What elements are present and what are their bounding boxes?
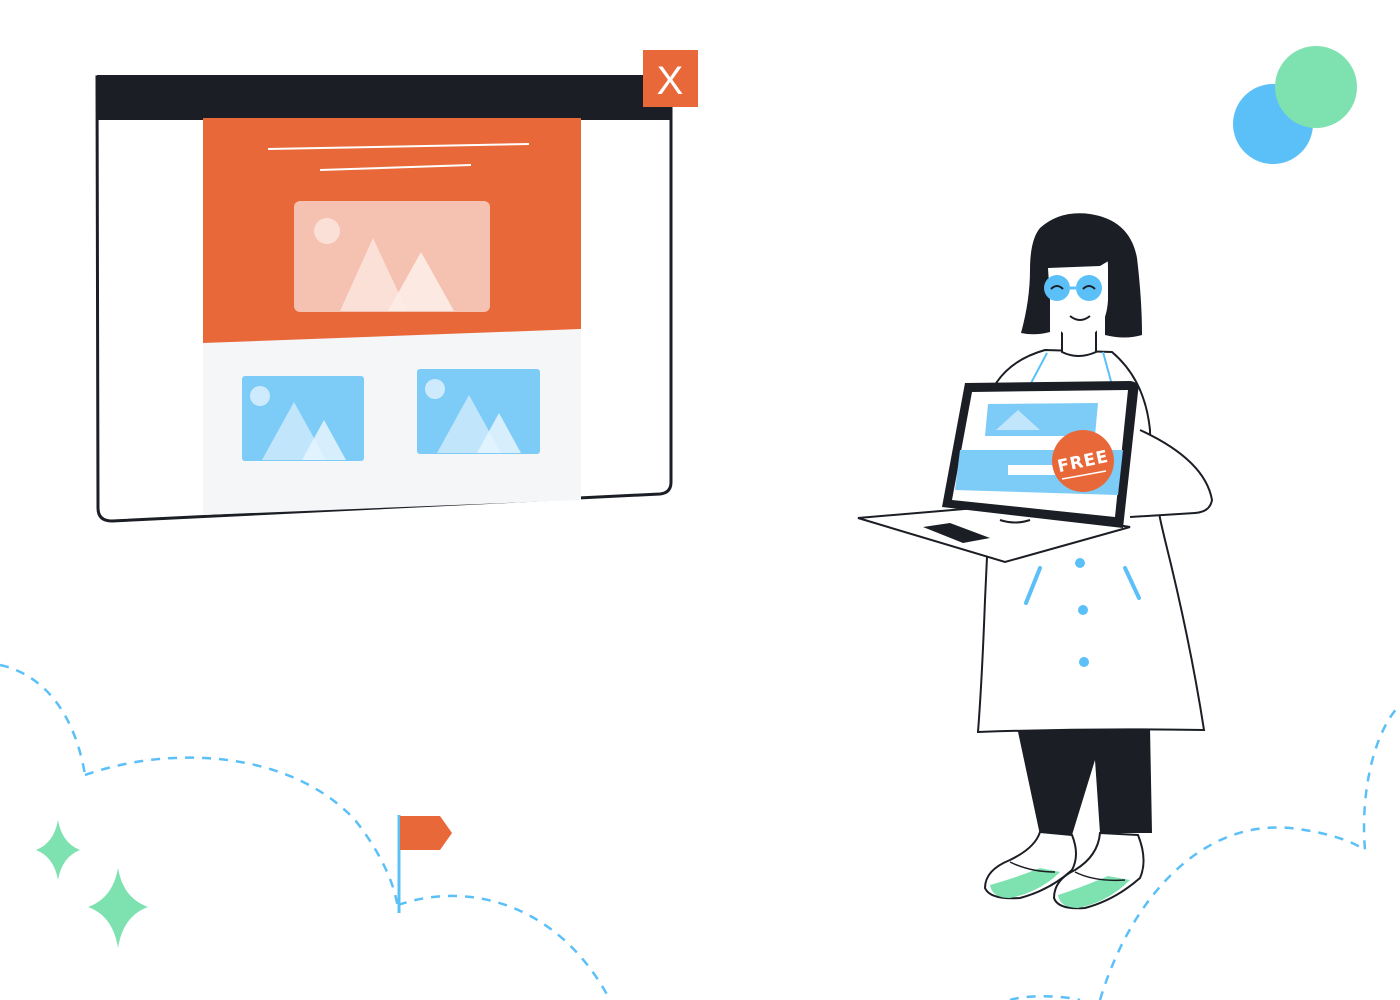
cloud-line-bottom [397, 894, 612, 1000]
trousers [1017, 727, 1152, 835]
coat-button [1079, 657, 1089, 667]
cloud-line-left [0, 663, 87, 776]
collar [1029, 351, 1113, 386]
decorative-circles [1233, 46, 1357, 164]
smile [1069, 315, 1091, 321]
dashed-cloud-lines [0, 663, 1400, 1000]
green-circle [1275, 46, 1357, 128]
left-shoe [983, 830, 1077, 900]
coat-pocket-right [1123, 566, 1141, 600]
free-badge-icon: FREE [1052, 430, 1114, 492]
sparkle-icon [36, 820, 80, 880]
flag-icon [397, 815, 452, 913]
sparkles [36, 820, 148, 948]
hero-subline-line [319, 164, 472, 171]
coat-pocket-left [1024, 566, 1042, 605]
coat-button [1075, 558, 1085, 568]
hero-headline-line [267, 143, 530, 150]
bangs [1038, 215, 1127, 268]
window-title-bar [97, 75, 672, 120]
image-placeholder-icon [294, 201, 490, 312]
cloud-line-center [84, 756, 400, 911]
left-hand [999, 519, 1031, 524]
image-placeholder-icon [242, 376, 364, 461]
coat-button [1078, 605, 1088, 615]
close-button-bg [643, 50, 698, 107]
image-placeholder-icon [417, 369, 540, 454]
close-icon: X [657, 59, 684, 103]
woman-figure: FREE [857, 213, 1214, 910]
cloud-line-bottom-right [1009, 995, 1081, 1000]
close-button[interactable]: X [643, 50, 698, 107]
browser-window: X [95, 50, 698, 523]
glasses-icon [1044, 275, 1102, 301]
right-arm [1129, 429, 1214, 518]
laptop-touchpad [923, 523, 990, 543]
sparkle-icon [88, 868, 148, 948]
right-shoe [1052, 831, 1145, 910]
flag-cloth [400, 816, 452, 850]
